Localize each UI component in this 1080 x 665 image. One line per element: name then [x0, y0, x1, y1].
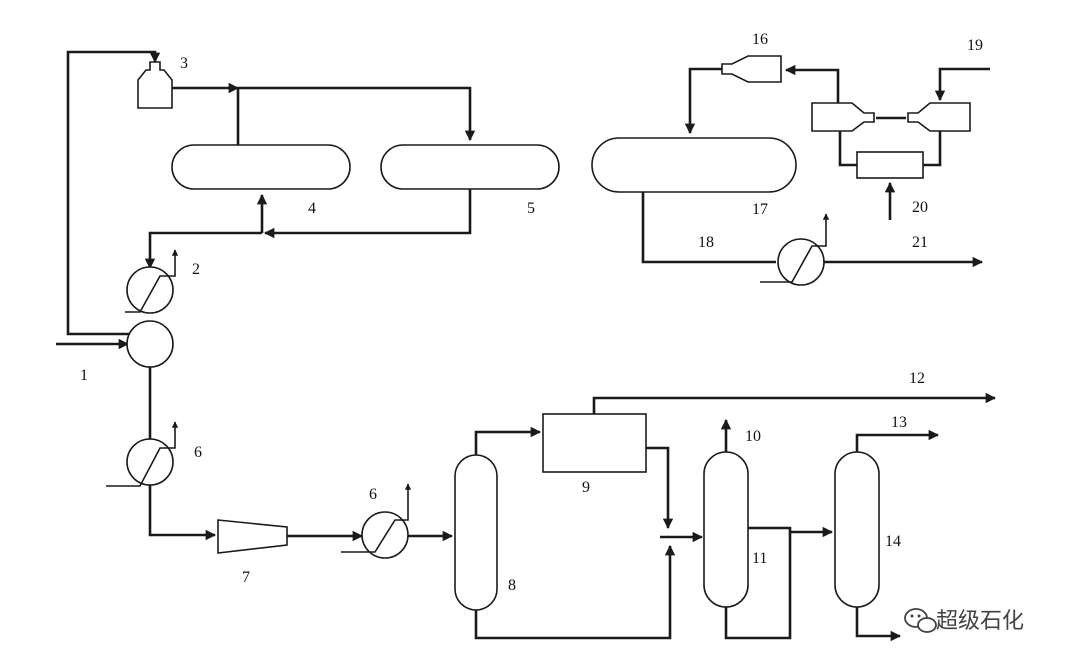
loop-20-right [923, 131, 942, 167]
stream-to-16 [784, 64, 840, 104]
label-6b: 6 [369, 486, 377, 503]
label-21: 21 [912, 234, 928, 251]
heat-exchanger-6b [341, 483, 412, 559]
stream-8-top [474, 426, 542, 455]
reactor-5 [380, 144, 560, 190]
ejector-left [811, 102, 875, 132]
pump-circle [126, 320, 174, 368]
label-5: 5 [527, 200, 535, 217]
compressor-7 [217, 519, 288, 554]
unit-9 [542, 413, 647, 473]
stream-5-return [263, 189, 472, 239]
stream-9-to-11 [646, 446, 674, 530]
label-10: 10 [745, 428, 761, 445]
stream-19 [934, 67, 990, 102]
stream-11-bottom [724, 533, 792, 640]
label-9: 9 [582, 479, 590, 496]
label-11: 11 [752, 550, 767, 567]
loop-20-left [838, 131, 857, 167]
label-6a: 6 [194, 444, 202, 461]
stream-13 [855, 429, 940, 452]
stream-bypass-line [66, 50, 161, 336]
label-8: 8 [508, 577, 516, 594]
stream-to-compressor-7 [148, 485, 217, 541]
label-13: 13 [891, 414, 907, 431]
label-14: 14 [885, 533, 901, 550]
ejector-16 [721, 55, 782, 83]
reactor-4 [171, 144, 351, 190]
header-top-line [238, 86, 476, 142]
label-1: 1 [80, 367, 88, 384]
vessel-3-drum [137, 61, 173, 109]
label-12: 12 [909, 370, 925, 387]
column-14 [834, 451, 880, 608]
heat-exchanger-2 [125, 249, 179, 314]
label-19: 19 [967, 37, 983, 54]
stream-14-bottom [855, 607, 902, 642]
label-17: 17 [752, 201, 768, 218]
stream-16-to-17 [684, 67, 722, 135]
watermark: 超级石化 [904, 608, 1024, 634]
label-2: 2 [192, 261, 200, 278]
heat-exchanger-18 [760, 213, 830, 286]
label-20: 20 [912, 199, 928, 216]
ejector-right [907, 102, 971, 132]
stream-8-bottom [474, 544, 676, 640]
label-16: 16 [752, 31, 768, 48]
label-7: 7 [242, 569, 250, 586]
heat-exchanger-6a [106, 421, 179, 487]
vessel-17 [591, 137, 797, 193]
label-3: 3 [180, 55, 188, 72]
unit-20 [856, 151, 924, 179]
stream-11-side [748, 526, 834, 538]
wechat-icon [904, 608, 937, 633]
column-11 [703, 451, 749, 608]
label-4: 4 [308, 200, 316, 217]
stream-18 [641, 192, 776, 264]
stream-12 [592, 392, 997, 414]
label-18: 18 [698, 234, 714, 251]
column-8 [454, 454, 498, 611]
watermark-text: 超级石化 [936, 609, 1024, 634]
stream-to-exchanger-2 [144, 231, 262, 270]
